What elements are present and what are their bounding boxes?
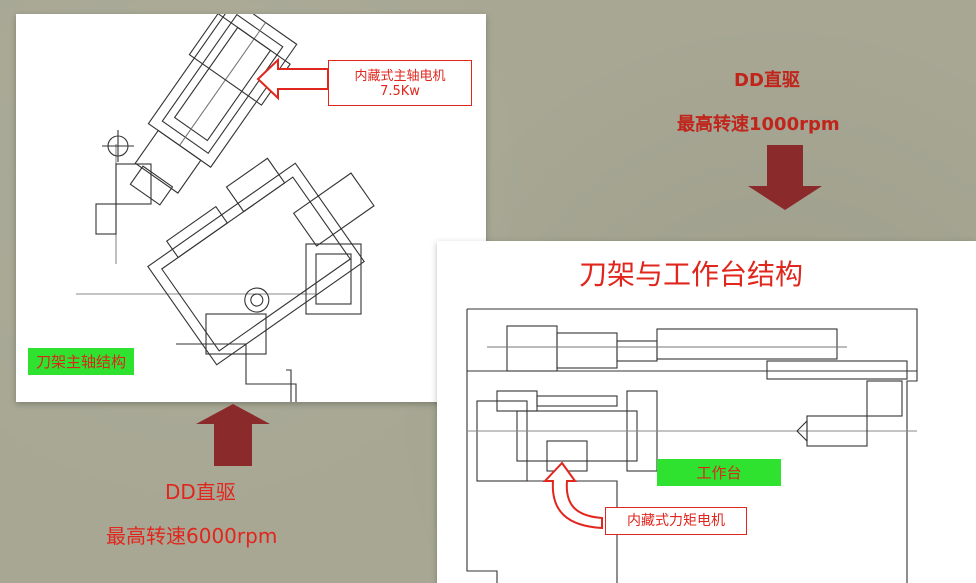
spindle-structure-tag: 刀架主轴结构 <box>28 348 135 375</box>
motor-callout-name: 内藏式主轴电机 <box>354 69 446 84</box>
turret-table-panel: 刀架与工作台结构 <box>437 241 976 583</box>
table-drawing <box>466 308 918 583</box>
spindle-structure-panel: 内藏式主轴电机 7.5Kw 刀架主轴结构 <box>16 14 486 402</box>
spindle-drawing <box>76 14 375 402</box>
turret-table-title: 刀架与工作台结构 <box>579 258 804 291</box>
up-arrow-icon <box>196 404 270 466</box>
top-right-speed-label: 最高转速1000rpm <box>677 114 840 135</box>
top-right-drive-label: DD直驱 <box>734 70 800 91</box>
motor-callout-power: 7.5Kw <box>380 84 420 99</box>
bottom-left-speed-label: 最高转速6000rpm <box>106 524 278 548</box>
bottom-left-drive-label: DD直驱 <box>165 480 236 504</box>
down-arrow-icon <box>748 145 822 210</box>
torque-motor-callout: 内藏式力矩电机 <box>605 507 747 535</box>
motor-callout: 内藏式主轴电机 7.5Kw <box>328 60 472 106</box>
worktable-tag: 工作台 <box>657 459 781 486</box>
